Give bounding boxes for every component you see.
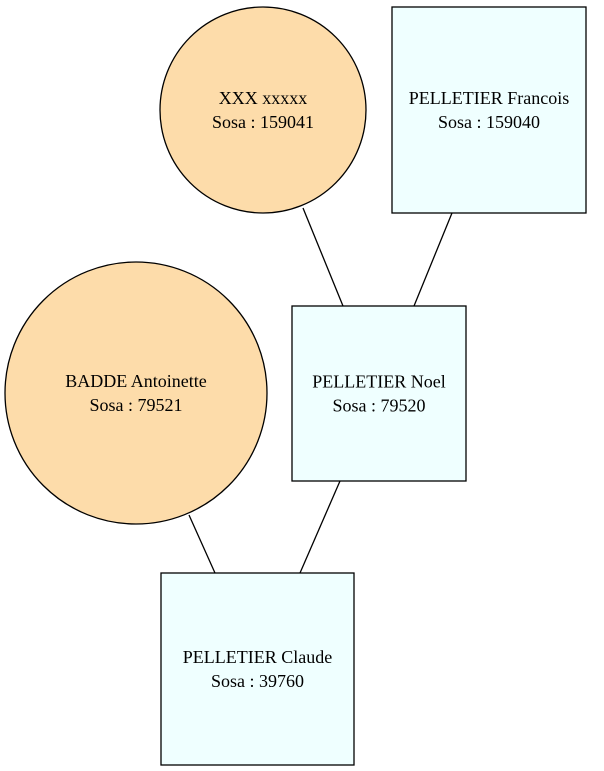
person-sosa: Sosa : 159041 xyxy=(212,112,314,132)
male-box xyxy=(160,572,355,766)
female-circle xyxy=(159,6,367,214)
male-box xyxy=(291,305,467,482)
person-name: XXX xxxxx xyxy=(219,88,308,108)
person-sosa: Sosa : 79520 xyxy=(332,396,425,416)
person-name: PELLETIER Noel xyxy=(312,372,445,392)
edge-159040-to-79520 xyxy=(413,212,453,307)
person-sosa: Sosa : 159040 xyxy=(438,112,540,132)
person-name: PELLETIER Claude xyxy=(183,647,332,667)
person-sosa: Sosa : 79521 xyxy=(89,395,182,415)
person-name: BADDE Antoinette xyxy=(65,371,207,391)
edge-79521-to-39760 xyxy=(188,514,216,574)
female-circle xyxy=(4,261,268,525)
person-name: PELLETIER Francois xyxy=(409,88,569,108)
male-box xyxy=(391,6,587,214)
person-sosa: Sosa : 39760 xyxy=(211,671,304,691)
edges-layer xyxy=(188,207,453,574)
edge-79520-to-39760 xyxy=(299,480,341,574)
edge-159041-to-79520 xyxy=(302,207,344,307)
